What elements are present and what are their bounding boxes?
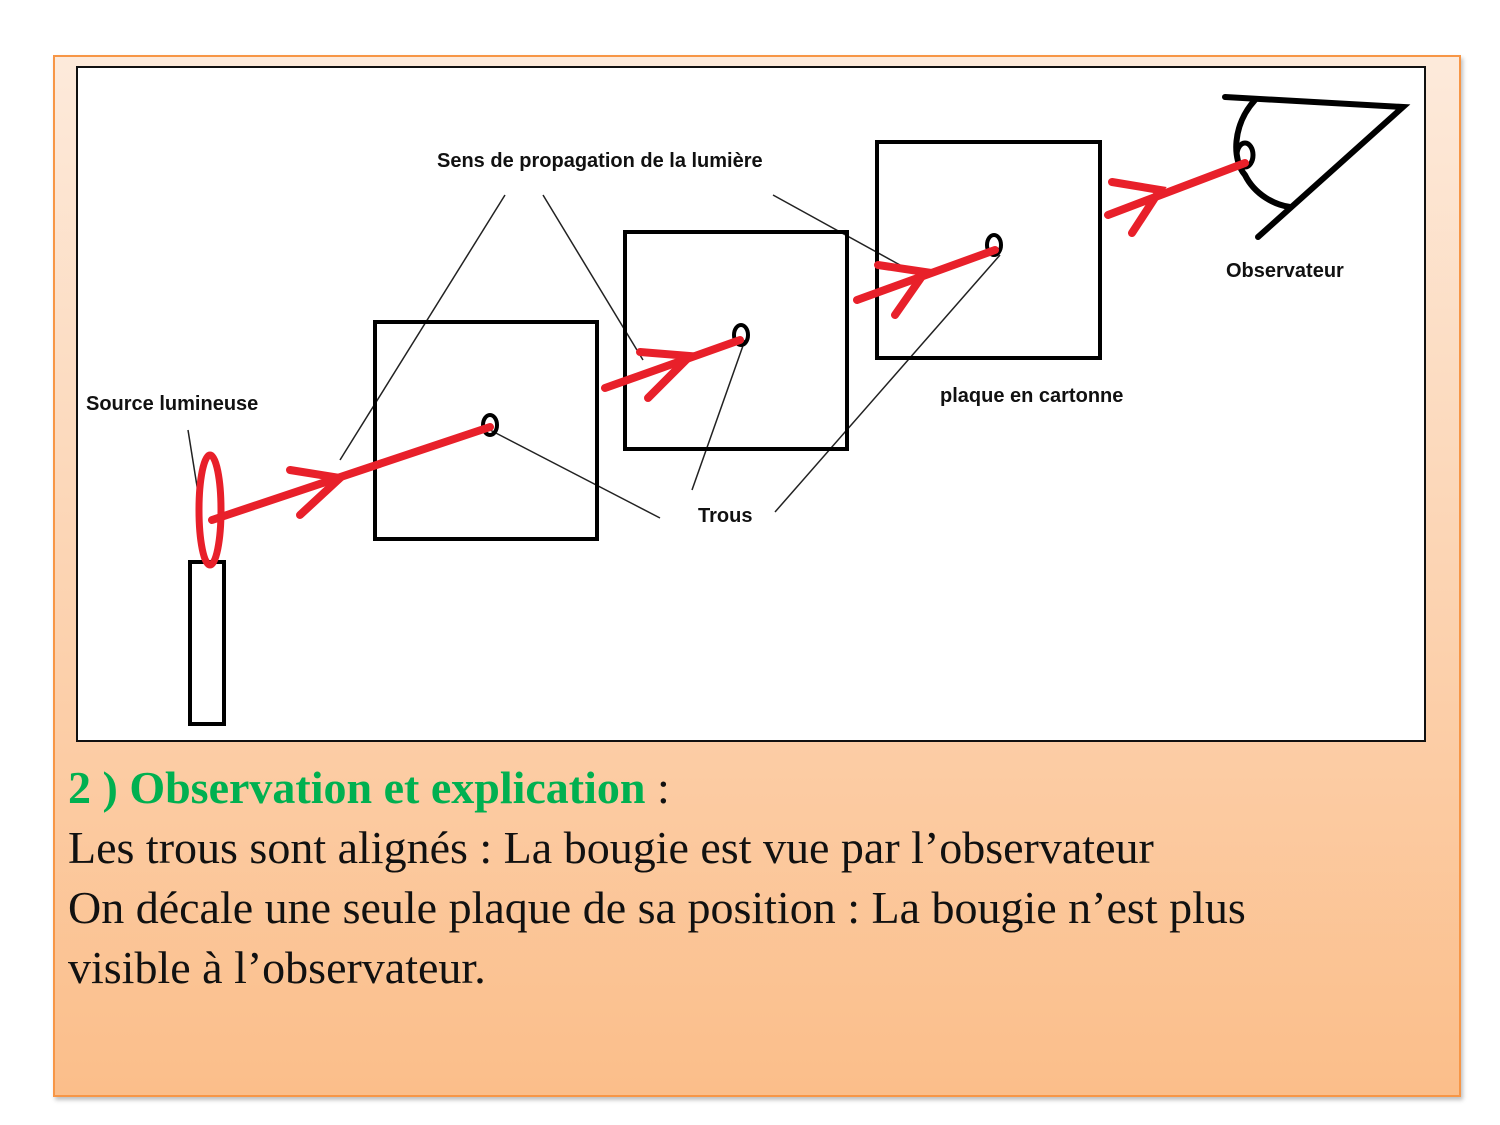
pointer-line — [691, 339, 746, 491]
cardboard-plate — [373, 320, 599, 541]
label-source: Source lumineuse — [86, 393, 259, 415]
hole — [481, 413, 499, 437]
light-ray — [1104, 159, 1249, 219]
label-plate: plaque en cartonne — [940, 385, 1124, 407]
pointer-line — [489, 429, 661, 519]
heading-colon: : — [645, 762, 670, 813]
observation-line-2: On décale une seule plaque de sa positio… — [68, 882, 1246, 933]
light-rays — [195, 159, 1249, 569]
pointer-line — [339, 194, 506, 461]
ray-arrowhead — [636, 348, 699, 402]
light-ray — [208, 423, 494, 524]
label-propagation: Sens de propagation de la lumière — [437, 150, 763, 172]
section-heading: 2 ) Observation et explication : — [68, 758, 1246, 818]
light-ray — [601, 336, 744, 392]
observation-line-3: visible à l’observateur. — [68, 942, 486, 993]
hole — [732, 323, 750, 347]
candle — [188, 560, 226, 726]
ray-arrowhead — [874, 261, 932, 319]
eye-icon — [1222, 94, 1411, 240]
flame — [195, 451, 225, 569]
pointer-line — [774, 254, 1001, 513]
pointer-line — [542, 194, 644, 361]
ray-arrowhead — [1108, 178, 1167, 237]
label-observer: Observateur — [1226, 260, 1344, 282]
heading-text: 2 ) Observation et explication — [68, 762, 646, 813]
cardboard-plate — [623, 230, 849, 451]
ray-arrowhead — [286, 466, 349, 519]
cardboard-plate — [875, 140, 1102, 360]
hole — [985, 233, 1003, 257]
label-holes: Trous — [698, 505, 753, 527]
observation-text: 2 ) Observation et explication : Les tro… — [68, 758, 1246, 998]
observation-line-1: Les trous sont alignés : La bougie est v… — [68, 822, 1154, 873]
